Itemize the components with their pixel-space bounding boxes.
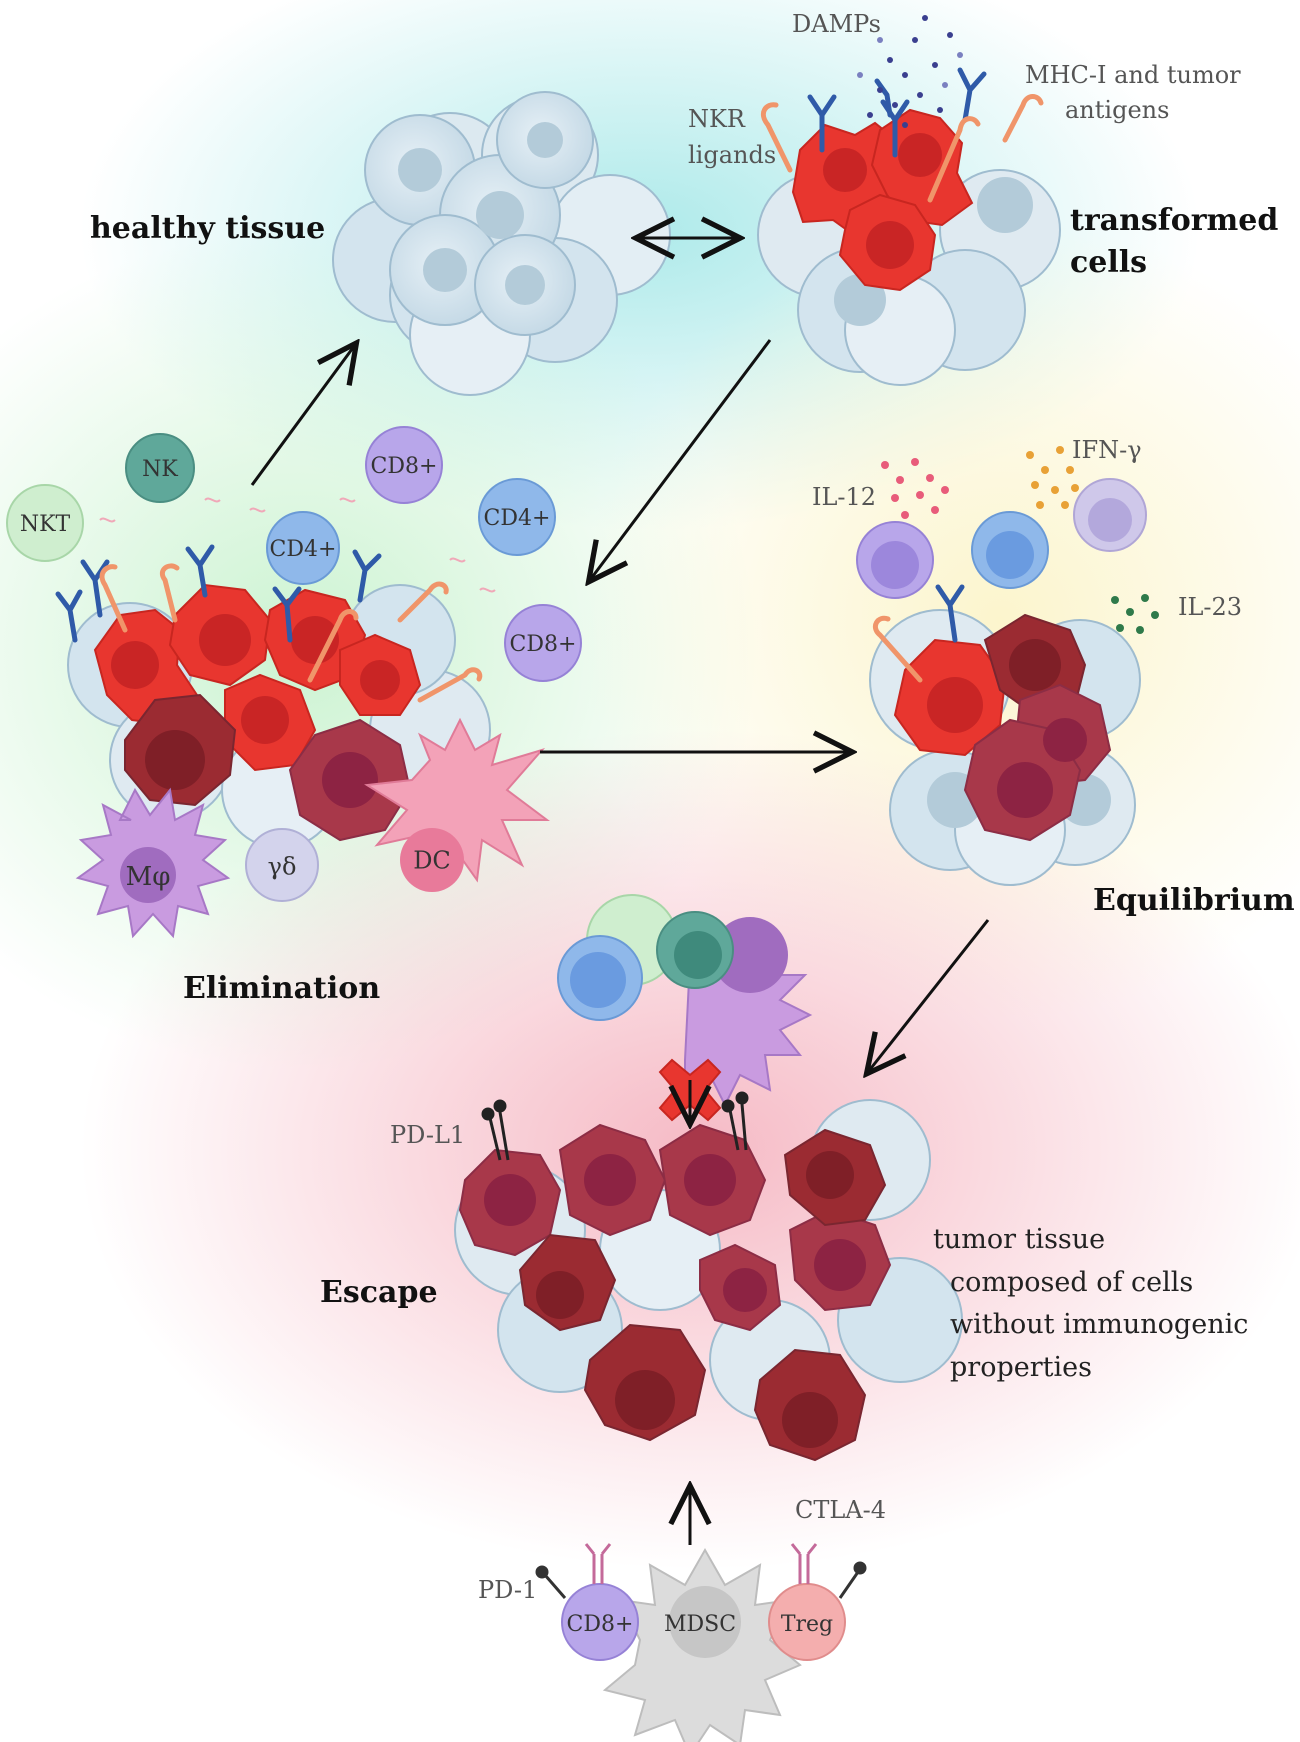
label-gd: γδ (268, 853, 297, 881)
transformed-cells-cluster (757, 15, 1061, 386)
label-transformed-line2: cells (1070, 245, 1147, 280)
label-dc: DC (413, 847, 451, 875)
label-transformed-line1: transformed (1070, 203, 1278, 238)
annotation-labels: DAMPs NKR ligands MHC-I and tumor antige… (390, 10, 1248, 1604)
nk-cell (125, 433, 195, 503)
label-elimination: Elimination (183, 971, 380, 1006)
label-pd1: PD-1 (478, 1576, 537, 1604)
label-pdl1: PD-L1 (390, 1121, 465, 1149)
cd4-cell-b (478, 478, 556, 556)
label-tumor-line2: composed of cells (950, 1267, 1193, 1298)
label-equilibrium: Equilibrium (1093, 883, 1295, 918)
label-cd4-b: CD4+ (484, 506, 551, 531)
flow-arrows (250, 238, 990, 1072)
label-damps: DAMPs (792, 10, 881, 38)
label-il23: IL-23 (1178, 593, 1242, 621)
label-cd8-c: CD8+ (567, 1612, 634, 1637)
label-ifn: IFN-γ (1072, 436, 1142, 464)
equilibrium-cluster (856, 446, 1159, 886)
label-cd8-a: CD8+ (371, 454, 438, 479)
label-nkt: NKT (20, 512, 71, 537)
blocked-immune-cells (557, 894, 813, 1122)
cell-labels: NK NKT CD8+ CD4+ CD4+ CD8+ Mφ γδ DC CD8+… (20, 454, 833, 1637)
equilibrium-escape-arrow (868, 919, 990, 1072)
label-escape: Escape (320, 1275, 438, 1310)
label-mhc-line1: MHC-I and tumor (1025, 61, 1241, 89)
ifn-particles (1026, 446, 1079, 509)
label-tumor-line1: tumor tissue (933, 1224, 1105, 1255)
label-nk: NK (142, 457, 178, 482)
gd-cell (245, 828, 319, 902)
nkt-cell (6, 484, 84, 562)
label-ctla4: CTLA-4 (795, 1496, 886, 1524)
label-cd4-a: CD4+ (270, 537, 337, 562)
transformed-elimination-arrow (590, 339, 772, 580)
label-il12: IL-12 (812, 483, 876, 511)
label-treg: Treg (781, 1612, 833, 1637)
il23-particles (1111, 594, 1159, 634)
cd8-cell-a (365, 426, 443, 504)
suppressive-cells (535, 1488, 867, 1742)
equilibrium-immune-cells (856, 478, 1147, 599)
label-tumor-line4: properties (950, 1352, 1092, 1383)
label-cd8-b: CD8+ (510, 632, 577, 657)
stage-labels: healthy tissue transformed cells Elimina… (90, 203, 1295, 1310)
label-macrophage: Mφ (126, 862, 171, 892)
cd4-cell-a (266, 511, 340, 585)
elimination-healthy-arrow (250, 345, 355, 486)
label-nkr-line1: NKR (688, 105, 746, 133)
damps-particles (857, 15, 963, 128)
label-mdsc: MDSC (664, 1612, 736, 1637)
label-tumor-line3: without immunogenic (950, 1309, 1248, 1340)
label-mhc-line2: antigens (1065, 96, 1169, 124)
dendritic-cell (364, 717, 550, 892)
elimination-immune-cells (6, 426, 582, 939)
escape-tumor-cluster (454, 1091, 963, 1462)
label-healthy-tissue: healthy tissue (90, 211, 325, 246)
macrophage-cell (75, 787, 231, 939)
healthy-tissue-cluster (332, 91, 671, 396)
label-nkr-line2: ligands (688, 141, 776, 169)
il12-particles (881, 458, 949, 519)
cd8-cell-b (504, 604, 582, 682)
